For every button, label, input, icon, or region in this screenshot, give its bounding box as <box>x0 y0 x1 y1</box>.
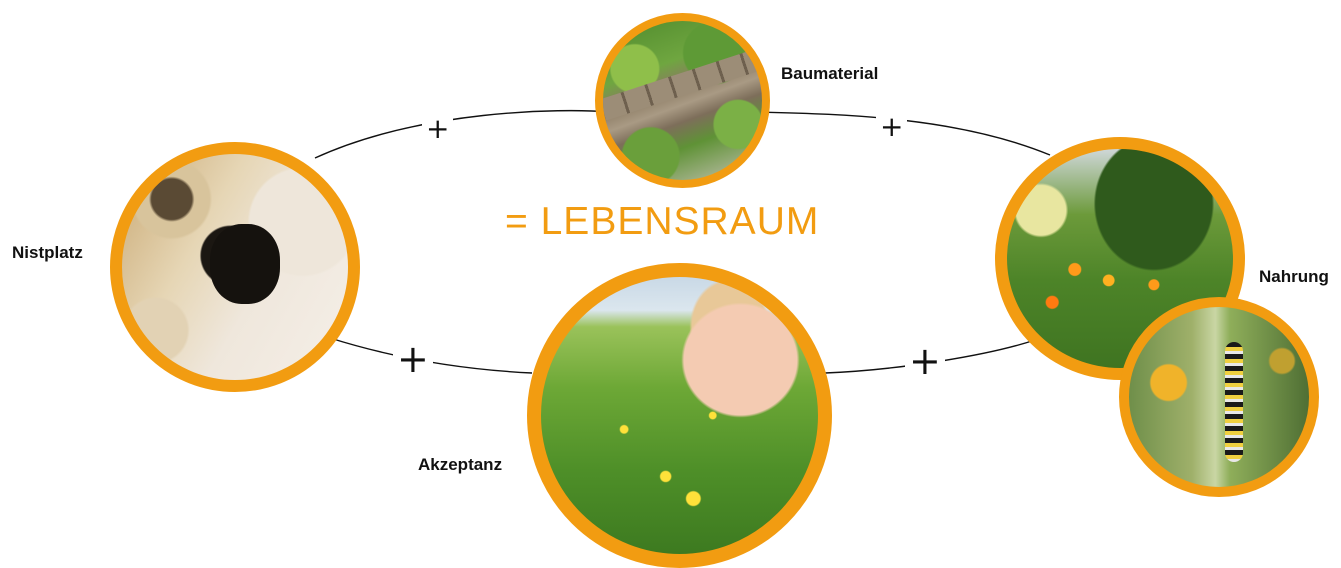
plus-top-left: + <box>422 115 453 143</box>
nahrung-caterpillar-photo <box>1119 297 1319 497</box>
akzeptanz-label: Akzeptanz <box>418 455 502 475</box>
bee-icon <box>210 224 280 304</box>
plus-bottom-right: + <box>905 342 945 380</box>
akzeptanz-photo <box>527 263 832 568</box>
nistplatz-photo <box>110 142 360 392</box>
page-title: = LEBENSRAUM <box>505 200 819 244</box>
caterpillar-icon <box>1225 342 1243 462</box>
plus-bottom-left: + <box>393 340 433 378</box>
nahrung-label: Nahrung <box>1259 267 1329 287</box>
plus-top-right: + <box>876 113 907 141</box>
baumaterial-label: Baumaterial <box>781 64 878 84</box>
nistplatz-label: Nistplatz <box>12 243 83 263</box>
baumaterial-photo <box>595 13 770 188</box>
stone-wall-icon <box>600 50 758 120</box>
